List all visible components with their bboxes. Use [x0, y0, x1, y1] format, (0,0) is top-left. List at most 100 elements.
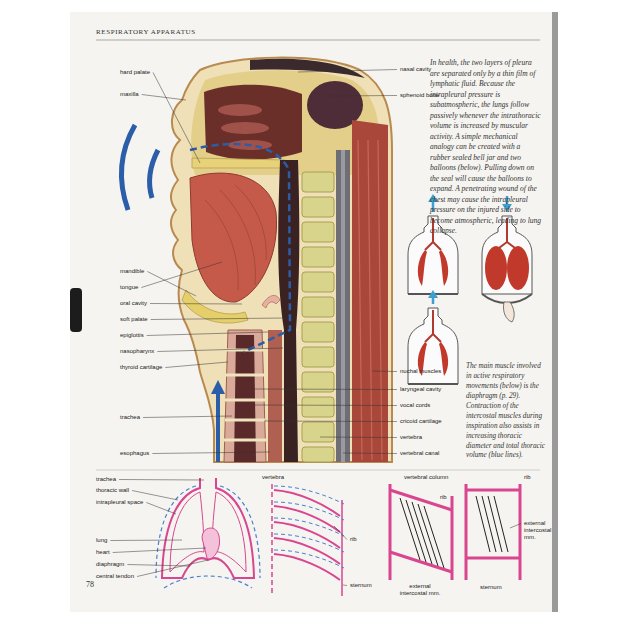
column-bar	[389, 484, 392, 580]
part-label: trachea	[120, 414, 140, 421]
bell-jar	[482, 216, 532, 322]
vertebra-body	[302, 272, 334, 292]
spinal-cord-highlight	[341, 150, 345, 462]
part-label: thyroid cartilage	[120, 364, 162, 371]
leader-line	[147, 272, 196, 297]
leader-line	[142, 95, 186, 101]
leader-line	[254, 405, 397, 407]
part-label: vertebra	[262, 474, 284, 481]
part-label: nasal cavity	[400, 66, 431, 73]
skin-outline	[171, 58, 392, 462]
nasal-concha	[221, 122, 269, 134]
vertebra-body	[302, 222, 334, 242]
leader-line	[141, 262, 222, 288]
leader-line	[343, 453, 397, 455]
leader-line	[157, 348, 283, 352]
leader-line	[113, 548, 206, 553]
leader-line	[143, 416, 232, 418]
leader-line	[153, 73, 200, 164]
leader-line	[372, 371, 397, 373]
hand	[503, 302, 514, 322]
sternum-bar	[519, 484, 522, 580]
page-heading: RESPIRATORY APPARATUS	[96, 28, 196, 36]
jar-tube	[425, 310, 441, 342]
vertebra-body	[302, 422, 334, 442]
leader-line	[150, 303, 242, 305]
arrowhead	[428, 290, 438, 298]
binder-clip	[70, 288, 82, 332]
part-label: sternum	[480, 584, 502, 591]
leader-line	[252, 389, 397, 391]
part-label: thoracic wall	[96, 487, 129, 494]
part-label: soft palate	[120, 316, 148, 323]
balloon-collapsed	[418, 250, 427, 286]
airflow-arc	[150, 150, 158, 198]
leader-line	[343, 585, 347, 587]
larynx-trachea	[224, 330, 266, 462]
sternum-line	[341, 500, 343, 596]
leader-line	[152, 452, 270, 454]
page-edge	[552, 12, 558, 612]
part-label: external intercostal mm.	[524, 520, 552, 541]
vertebra-body	[302, 297, 334, 317]
section-rule	[96, 470, 540, 471]
muscle-fibres	[358, 140, 382, 460]
part-label: esophagus	[120, 450, 149, 457]
cranial-base	[250, 59, 365, 78]
hard-palate-bone	[192, 158, 285, 168]
vertebra-body	[302, 447, 334, 462]
rib-bars	[466, 490, 520, 558]
raised-ribs	[274, 486, 344, 568]
part-label: laryngeal cavity	[400, 386, 441, 393]
muscle-hatching	[476, 496, 508, 552]
part-label: intrapleural space	[96, 499, 143, 506]
part-label: external intercostal mm.	[398, 583, 442, 597]
part-label: rib	[440, 494, 447, 501]
jar-glass	[482, 216, 532, 294]
part-label: nasopharynx	[120, 348, 154, 355]
leader-line	[320, 437, 397, 439]
cartilage-rings	[224, 350, 266, 440]
nuchal-muscle	[352, 120, 388, 462]
part-label: mandible	[120, 268, 144, 275]
vertebra-body	[302, 322, 334, 342]
page-number: 78	[86, 580, 94, 589]
vertebra-body	[302, 197, 334, 217]
nasal-concha	[218, 104, 262, 116]
lung-outline	[170, 492, 204, 572]
leader-line	[132, 491, 178, 501]
part-label: tongue	[120, 284, 138, 291]
leader-line	[334, 526, 347, 540]
leader-line	[127, 565, 190, 567]
leader-line	[264, 421, 397, 423]
part-label: cricoid cartilage	[400, 418, 442, 425]
rib-bars	[390, 490, 452, 572]
part-label: heart	[96, 549, 110, 556]
airflow-line	[190, 144, 290, 352]
part-label: vocal cords	[400, 402, 430, 409]
mandible-bone	[182, 290, 248, 323]
spinal-cord	[336, 150, 350, 462]
page-sheet	[70, 12, 552, 612]
rib-lines	[274, 490, 340, 580]
skull-bone	[191, 70, 380, 175]
expanded-diaphragm	[164, 576, 252, 588]
vertebra-body	[302, 172, 334, 192]
leader-line	[151, 318, 286, 320]
part-label: central tendon	[96, 573, 134, 580]
tongue	[190, 173, 277, 302]
column-bar	[465, 484, 468, 580]
nasal-cavity	[204, 85, 302, 160]
leader-line	[165, 362, 228, 368]
header-rule	[96, 40, 540, 41]
balloon-collapsed	[439, 250, 448, 286]
leader-line	[298, 70, 397, 73]
part-label: epiglottis	[120, 332, 144, 339]
part-label: vertebra	[400, 434, 422, 441]
airflow-arc	[121, 125, 135, 210]
part-label: trachea	[96, 476, 116, 483]
vertebral-line	[271, 484, 273, 596]
balloon-expanded	[507, 246, 529, 290]
rubber-seal	[408, 383, 458, 385]
